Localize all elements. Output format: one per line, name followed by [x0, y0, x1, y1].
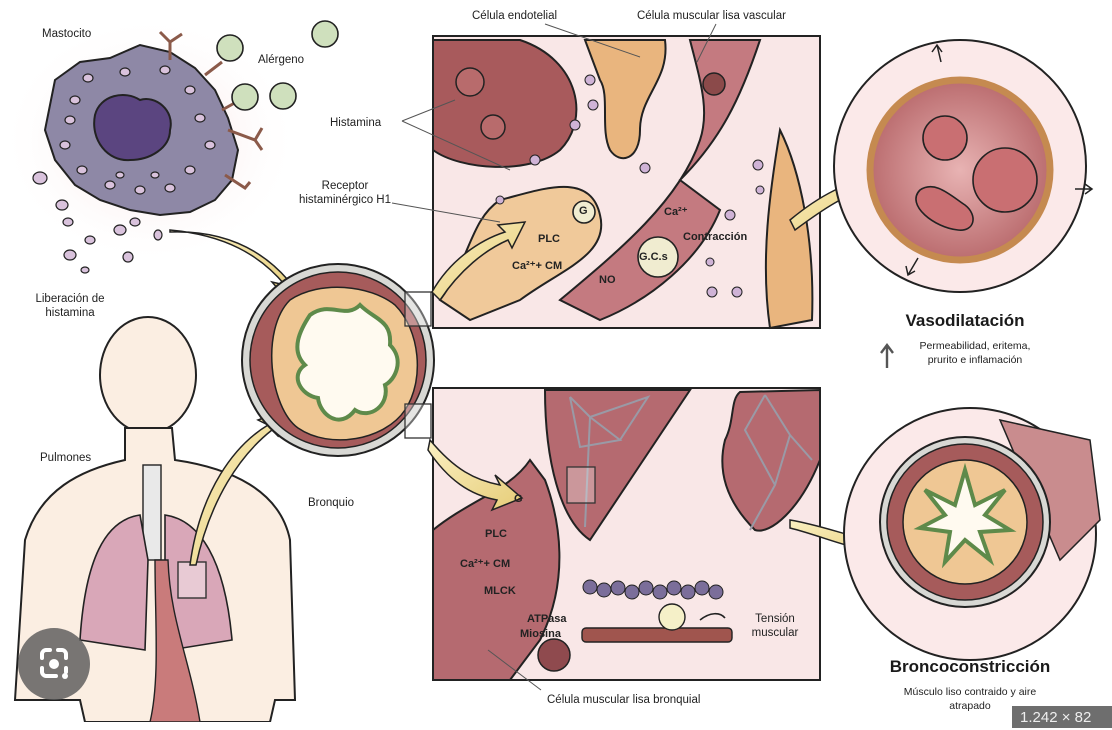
vascular-contraction-down: Contracción	[683, 231, 748, 243]
image-search-lens-button[interactable]	[18, 628, 90, 700]
label-allergen: Alérgeno	[258, 54, 305, 66]
vasodilation-desc-line2: prurito e inflamación	[927, 354, 1023, 366]
vasodilation-title: Vasodilatación	[905, 311, 1025, 330]
label-muscle-tension-line1: Tensión	[755, 613, 795, 625]
bronchus-cross-section	[241, 263, 435, 457]
vascular-gcs: G.C.s	[639, 251, 668, 263]
vascular-no: NO	[599, 274, 616, 286]
vascular-plc: PLC	[538, 233, 560, 245]
label-bronchus: Bronquio	[308, 497, 355, 509]
label-muscle-tension-line2: muscular	[751, 627, 799, 639]
label-muscle-tension: Tensión muscular	[740, 612, 810, 640]
bronchial-g-protein: G	[514, 493, 523, 505]
label-vascular-smooth-muscle: Célula muscular lisa vascular	[637, 10, 786, 22]
vasodilation-desc-line1: Permeabilidad, eritema,	[919, 340, 1031, 352]
bronchoconstriction-desc-line2: atrapado	[949, 700, 991, 712]
label-h1-receptor-line1: Receptor	[321, 180, 369, 192]
bronchoconstriction-description: Músculo liso contraido y aire atrapado	[880, 685, 1060, 713]
mast-cell	[0, 15, 300, 274]
label-histamine-release-line1: Liberación de	[35, 293, 105, 305]
histamine-granules	[32, 65, 216, 274]
bronchial-panel-art	[432, 387, 821, 681]
bronchoconstriction-title: Broncoconstricción	[889, 657, 1051, 676]
vascular-panel-art	[432, 35, 821, 330]
label-lungs: Pulmones	[40, 452, 92, 464]
bronchoconstriction-desc-line1: Músculo liso contraido y aire	[903, 686, 1037, 698]
label-h1-receptor-line2: histaminérgico H1	[298, 194, 392, 206]
bronchial-atpase: ATPasa	[527, 613, 567, 625]
label-histamine-release-line2: histamina	[45, 307, 95, 319]
vascular-ca-cm: Ca²⁺+ CM	[512, 260, 563, 272]
vascular-ca-down: Ca²⁺	[664, 206, 688, 218]
arrow-bronchus-to-vascular	[431, 221, 527, 302]
label-endothelial-cell: Célula endotelial	[472, 10, 558, 22]
increase-arrow-icon	[880, 343, 894, 368]
bronchial-plc: PLC	[485, 528, 507, 540]
label-histamine: Histamina	[330, 117, 382, 129]
vascular-g-protein: G	[579, 205, 588, 217]
label-bronchial-smooth-muscle: Célula muscular lisa bronquial	[547, 694, 701, 706]
bronchial-ca-cm: Ca²⁺+ CM	[460, 558, 511, 570]
label-histamine-release: Liberación de histamina	[30, 292, 110, 320]
lens-camera-icon	[40, 648, 68, 679]
vasodilation-description: Permeabilidad, eritema, prurito e inflam…	[895, 339, 1055, 367]
vasodilation-vessel	[833, 39, 1094, 293]
image-size-badge: 1.242 × 82	[1012, 706, 1112, 728]
arrow-bronchus-to-bronchial	[427, 438, 524, 512]
bronchial-myosin: Miosina	[520, 628, 561, 640]
bronchoconstriction-airway	[843, 407, 1101, 661]
label-h1-receptor: Receptor histaminérgico H1	[290, 179, 400, 207]
allergens	[216, 20, 339, 111]
leader-lines	[391, 23, 717, 691]
bronchial-mlck: MLCK	[484, 585, 516, 597]
label-mast-cell: Mastocito	[42, 28, 92, 40]
